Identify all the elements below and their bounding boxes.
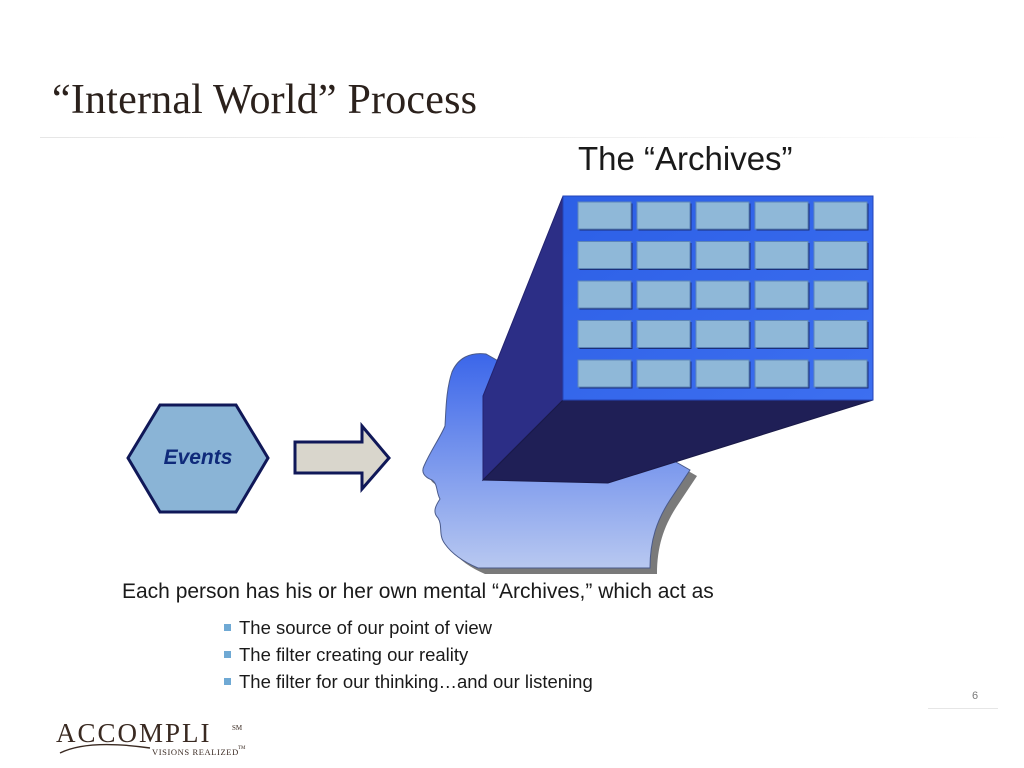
archive-drawer [695,241,750,269]
bullet-list: The source of our point of view The filt… [224,614,593,695]
right-arrow-icon [293,421,391,494]
archive-drawer [813,359,868,388]
archives-title: The “Archives” [578,140,793,177]
archive-drawer [754,359,809,388]
title-divider [40,137,1010,138]
archive-drawer [754,320,809,348]
archive-drawer [636,241,691,269]
archive-drawer [813,280,868,309]
logo-trademark: TM [238,746,246,751]
archive-drawer [636,320,691,348]
archive-drawer [813,241,868,269]
archive-drawer [577,359,632,388]
square-bullet-icon [224,678,231,685]
archive-drawer [695,359,750,388]
archive-drawer [754,241,809,269]
archives-drawer-grid [577,201,869,389]
archive-drawer [577,280,632,309]
caption-text: Each person has his or her own mental “A… [122,580,714,603]
archive-drawer [813,320,868,348]
bullet-item: The filter creating our reality [224,641,593,668]
archive-drawer [695,201,750,230]
bullet-item: The source of our point of view [224,614,593,641]
archive-drawer [577,320,632,348]
logo-tagline: VISIONS REALIZED [152,747,239,757]
bullet-item: The filter for our thinking…and our list… [224,668,593,695]
archive-drawer [577,241,632,269]
archive-drawer [813,201,868,230]
accompli-logo: ACCOMPLI SM VISIONS REALIZED TM [56,718,256,762]
square-bullet-icon [224,624,231,631]
logo-wordmark: ACCOMPLI [56,718,212,748]
logo-swoosh-icon [59,743,151,754]
logo-service-mark: SM [232,724,243,732]
footer-divider [928,708,998,709]
archive-drawer [636,280,691,309]
page-number: 6 [971,690,979,702]
archive-drawer [695,280,750,309]
slide-title: “Internal World” Process [52,77,478,123]
archive-drawer [695,320,750,348]
archive-drawer [636,201,691,230]
archive-drawer [636,359,691,388]
archive-drawer [754,280,809,309]
archive-drawer [577,201,632,230]
archive-drawer [754,201,809,230]
events-label: Events [163,446,233,469]
square-bullet-icon [224,651,231,658]
events-hexagon [126,403,270,514]
